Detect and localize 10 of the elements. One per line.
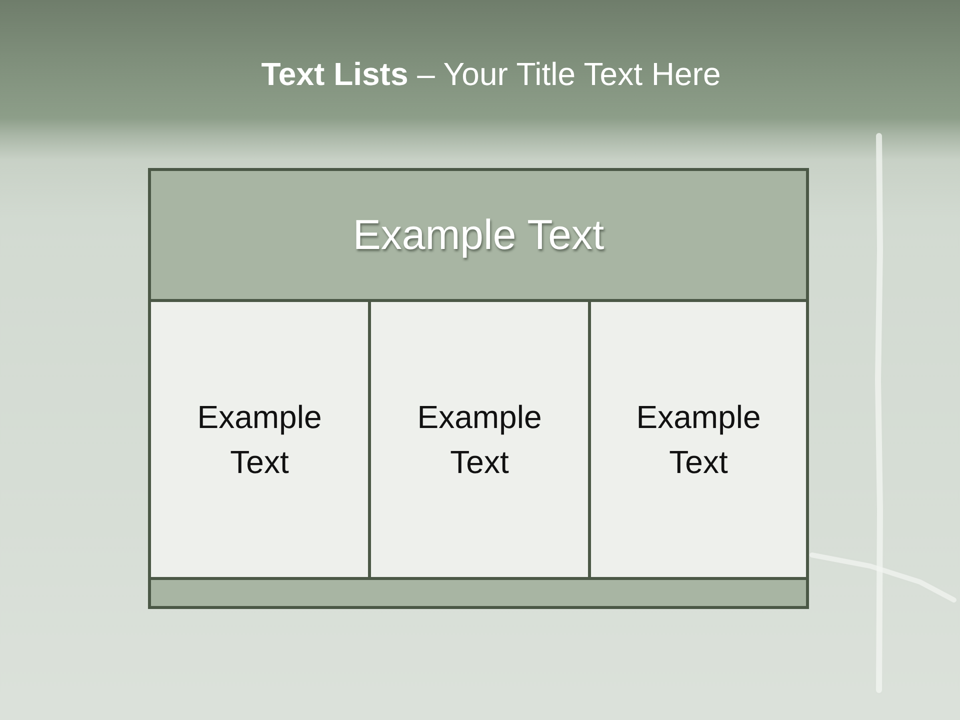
slide-title: Text Lists – Your Title Text Here — [260, 55, 722, 94]
table-header — [148, 168, 809, 302]
cell-text: Example Text — [416, 398, 543, 482]
cell-text: Example Text — [196, 398, 323, 482]
table-cell — [368, 299, 591, 580]
header-text: Example Text — [352, 210, 604, 260]
footer-bar — [148, 577, 809, 609]
table-cell — [588, 299, 809, 580]
cell-text: Example Text — [635, 398, 762, 482]
table-cell — [148, 299, 371, 580]
